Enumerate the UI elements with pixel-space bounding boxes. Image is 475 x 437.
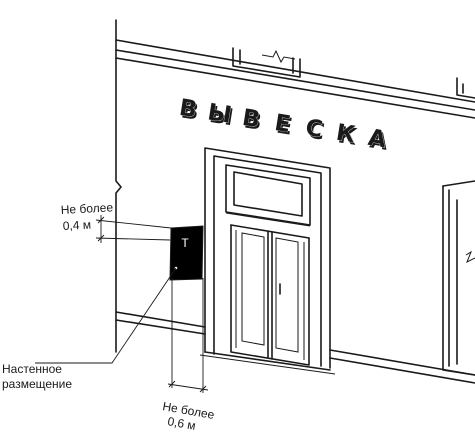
sign-letter-shadow: К xyxy=(336,122,359,151)
sign-letter-shadow: Ы xyxy=(208,102,236,131)
sign-letter-shadow: В xyxy=(179,97,200,125)
height-label-line1: Не более xyxy=(60,200,113,217)
right-window-fragment xyxy=(442,77,475,376)
plate-body xyxy=(170,226,203,280)
sign-letter: В xyxy=(240,105,261,133)
wall xyxy=(115,19,475,384)
sign-letter-shadow: В xyxy=(242,107,263,135)
sign-letter-shadow: С xyxy=(306,117,327,145)
sign-letter: А xyxy=(366,125,388,153)
width-label-line2: 0,6 м xyxy=(166,414,196,433)
height-label-line2: 0,4 м xyxy=(62,218,91,233)
plate-glyph: Т xyxy=(181,236,189,250)
placement-label-line2: размещение xyxy=(2,377,72,391)
height-dimension xyxy=(95,215,172,243)
sign-letter-shadow: Е xyxy=(275,113,295,141)
width-dimension xyxy=(167,278,209,393)
sign-letter: В xyxy=(177,95,198,123)
sign-letter-shadow: А xyxy=(368,127,390,155)
sign-letter: Ы xyxy=(206,99,234,128)
sign-letter: Е xyxy=(273,110,293,138)
wall-sign-plate: Т xyxy=(169,225,204,281)
placement-label-line1: Настенное xyxy=(2,362,62,376)
sign-letter: К xyxy=(334,120,357,149)
placement-leader xyxy=(35,267,177,364)
upper-window-fragment xyxy=(232,47,301,78)
sign-letter: С xyxy=(304,115,325,143)
door-portal xyxy=(199,147,336,375)
